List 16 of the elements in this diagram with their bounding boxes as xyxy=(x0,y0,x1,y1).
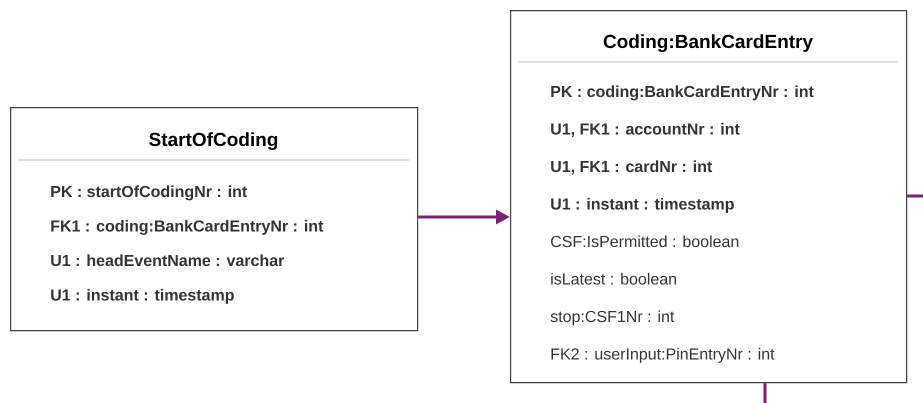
attribute-text: U1 : instant : timestamp xyxy=(51,288,234,304)
entity-name: StartOfCoding xyxy=(149,132,278,150)
attribute-text: isLatest : boolean xyxy=(551,272,676,285)
attribute-text: U1 : headEventName : varchar xyxy=(51,254,284,266)
connector xyxy=(907,194,923,198)
attribute-text: U1, FK1 : accountNr : int xyxy=(551,122,740,137)
entity-name: Coding:BankCardEntry xyxy=(604,34,813,52)
attribute-text: stop:CSF1Nr : int xyxy=(550,310,674,326)
attribute-text: PK : startOfCodingNr : int xyxy=(51,185,248,200)
attribute-text: U1 : instant : timestamp xyxy=(551,198,734,213)
attribute-text: CSF:IsPermitted : boolean xyxy=(551,235,738,248)
attribute-text: U1, FK1 : cardNr : int xyxy=(551,160,712,174)
connector xyxy=(764,383,766,403)
attribute-text: FK2 : userInput:PinEntryNr : int xyxy=(552,348,774,363)
attribute-text: FK1 : coding:BankCardEntryNr : int xyxy=(51,220,324,235)
attribute-text: PK : coding:BankCardEntryNr : int xyxy=(551,85,814,100)
